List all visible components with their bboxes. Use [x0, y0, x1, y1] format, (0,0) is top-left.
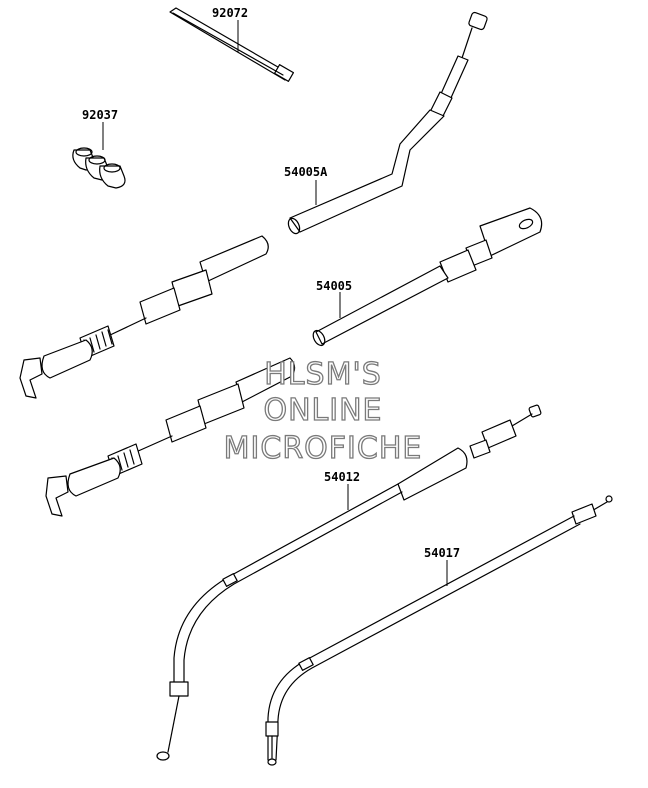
part-label-92072: 92072 [212, 6, 248, 20]
cable-54005 [312, 207, 543, 347]
part-label-92037: 92037 [82, 108, 118, 122]
part-label-54005A: 54005A [284, 165, 328, 179]
part-label-54012: 54012 [324, 470, 360, 484]
cable-tie-92072 [169, 7, 295, 82]
watermark-line-2: ONLINE [263, 393, 382, 428]
cable-54012 [156, 404, 542, 761]
throttle-cable-lower [45, 357, 296, 517]
cable-54005A [287, 11, 488, 235]
throttle-cable-upper [19, 235, 269, 399]
watermark: HLSM'S ONLINE MICROFICHE [223, 356, 423, 466]
part-label-54005: 54005 [316, 279, 352, 293]
clamp-92037 [72, 147, 126, 189]
cable-54017 [265, 495, 613, 766]
part-label-54017: 54017 [424, 546, 460, 560]
watermark-line-3: MICROFICHE [224, 431, 423, 466]
watermark-line-1: HLSM'S [264, 357, 382, 392]
